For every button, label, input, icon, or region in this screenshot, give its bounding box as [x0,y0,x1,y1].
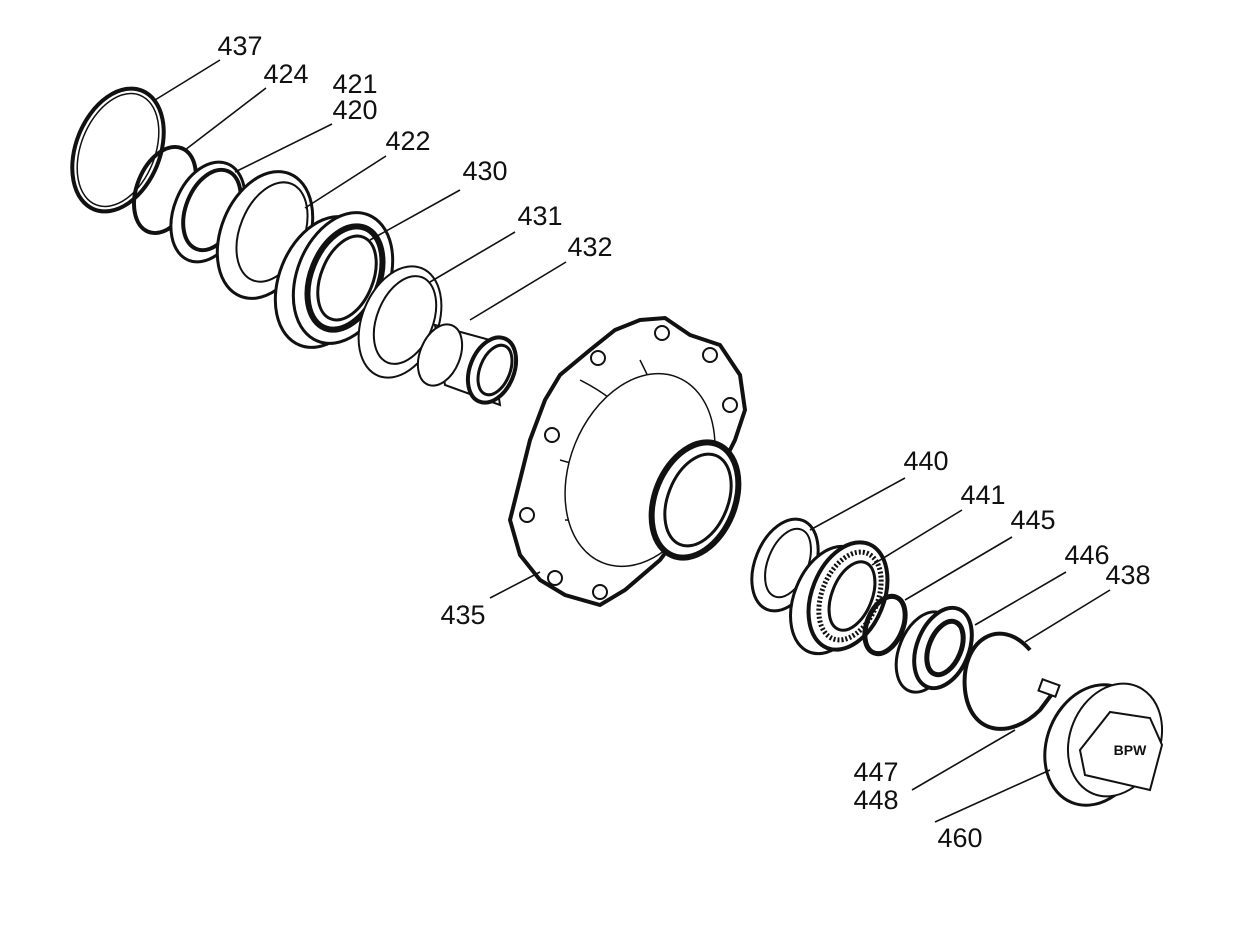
callout-422: 422 [385,126,430,156]
callout-447: 447 [853,757,898,787]
leader-lines [154,59,1111,823]
hubcap-logo: BPW [1114,742,1147,758]
part-432-sleeve [416,323,519,407]
callout-438: 438 [1105,560,1150,590]
callout-445: 445 [1010,505,1055,535]
callout-440: 440 [903,446,948,476]
callout-437: 437 [217,31,262,61]
callout-430: 430 [462,156,507,186]
callout-441: 441 [960,480,1005,510]
part-446-nut [894,605,974,694]
callout-421: 421 [332,69,377,99]
callout-435: 435 [440,600,485,630]
callout-432: 432 [567,232,612,262]
callout-431: 431 [517,201,562,231]
part-435-hub [507,315,748,608]
callout-420: 420 [332,95,377,125]
part-445-ring [862,593,908,657]
callout-424: 424 [263,59,308,89]
part-438-circlip [962,631,1057,731]
part-437-circlip [70,86,166,214]
part-460-hubcap: BPW [1043,682,1164,807]
callout-460: 460 [937,823,982,853]
part-447-448-lock [1037,678,1061,698]
callout-446: 446 [1064,540,1109,570]
callout-448: 448 [853,785,898,815]
